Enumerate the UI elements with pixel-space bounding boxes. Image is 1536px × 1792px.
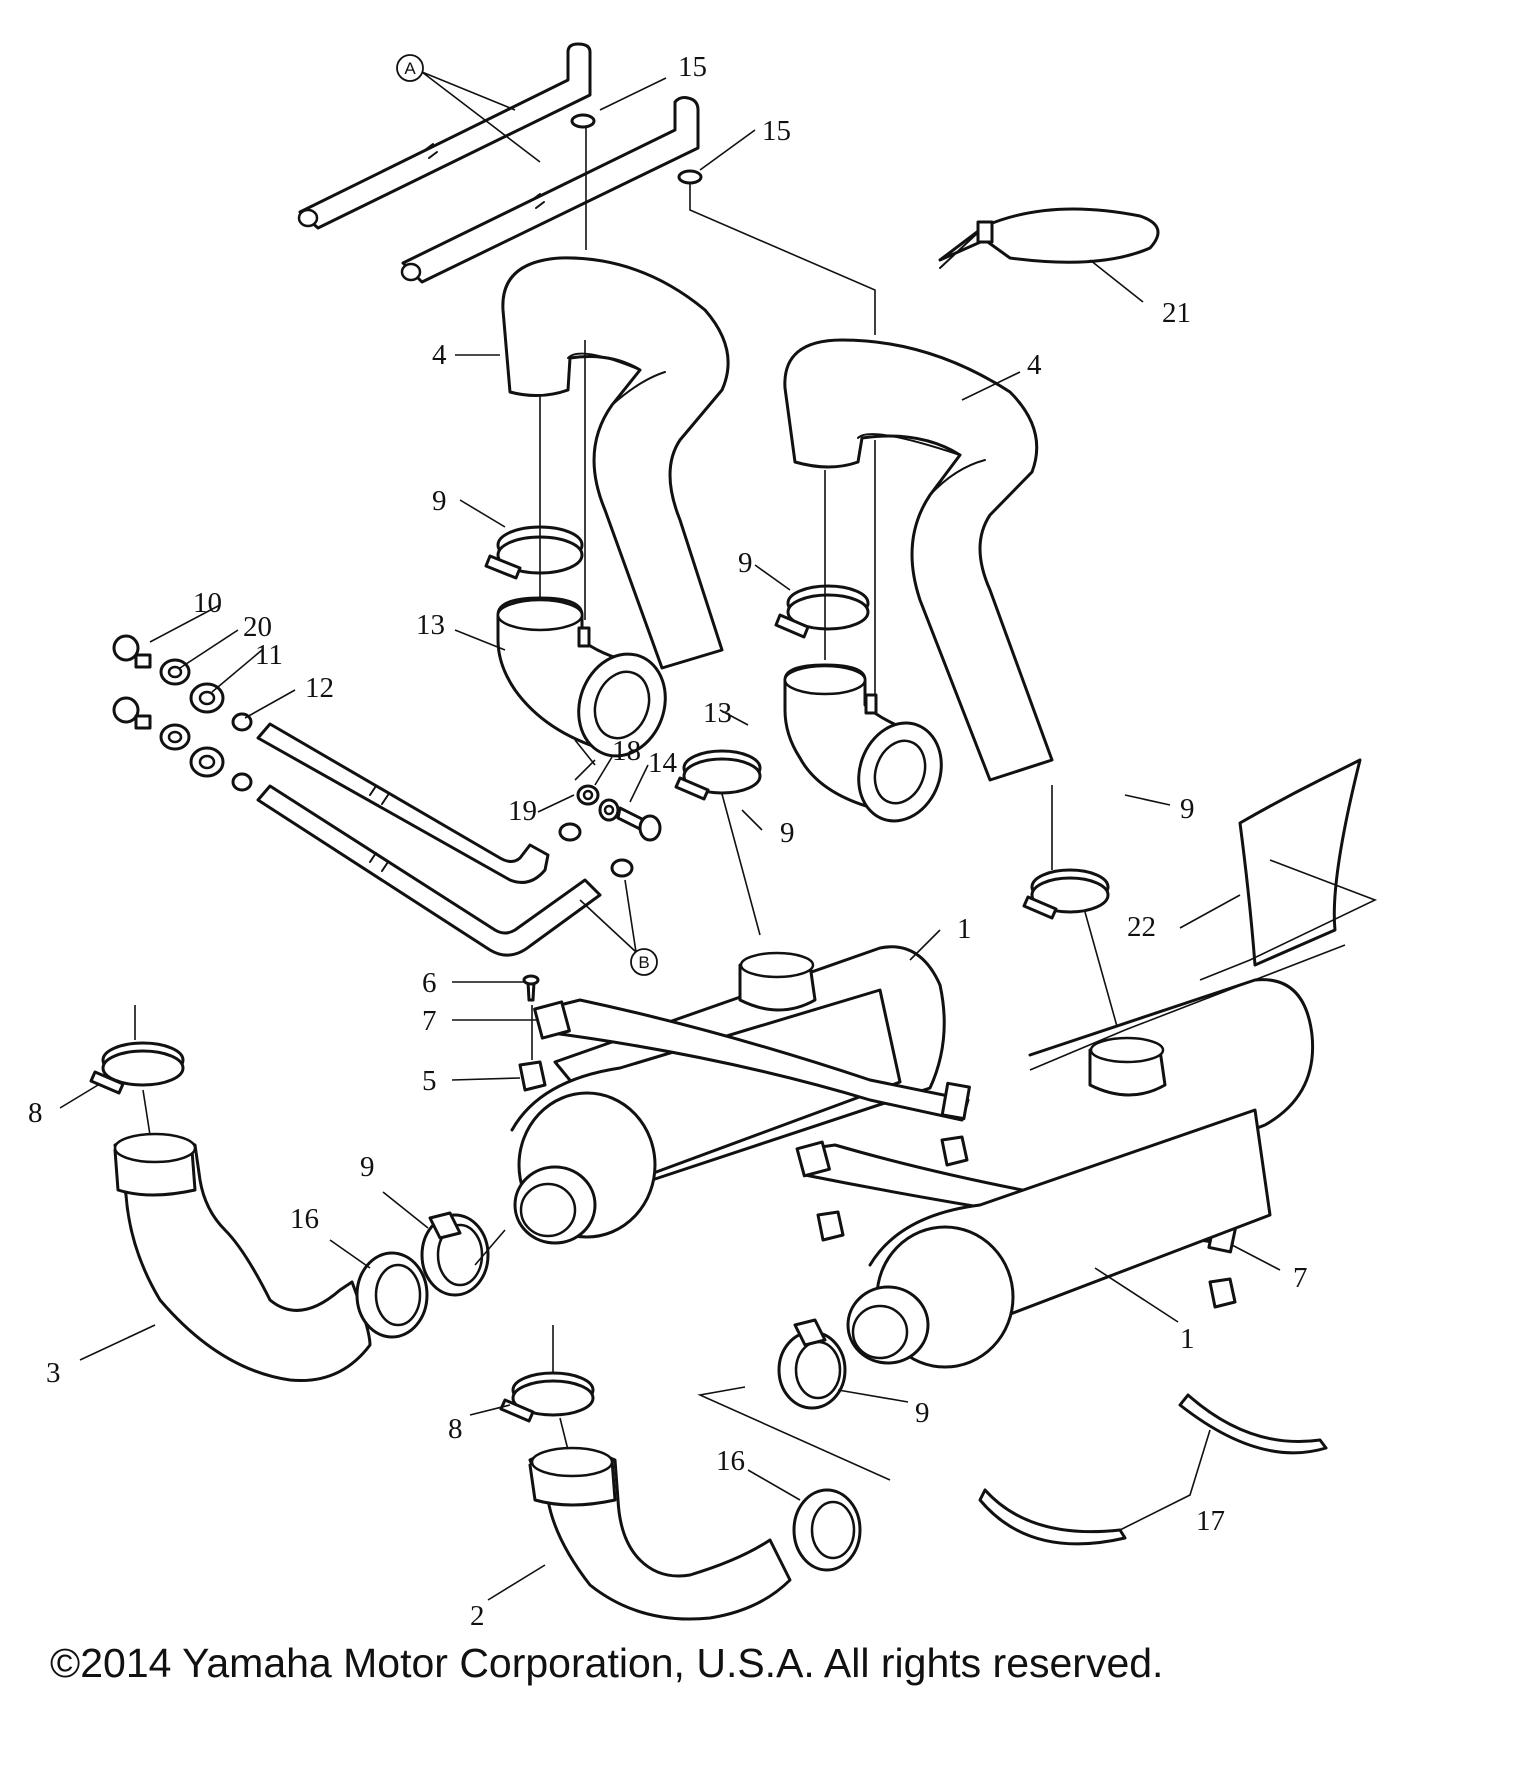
callout-9b: 9 (738, 547, 753, 579)
callout-9e: 9 (360, 1151, 375, 1183)
callout-2: 2 (470, 1600, 485, 1632)
ring-16-right (792, 1488, 862, 1572)
screw-6 (522, 974, 540, 1002)
exhaust-elbow-13-left (496, 596, 667, 758)
callout-9a: 9 (432, 485, 447, 517)
callout-5: 5 (422, 1065, 437, 1097)
callout-11: 11 (255, 639, 283, 671)
hose-clamp-9-upper-left (484, 525, 584, 580)
ring-16-left (355, 1251, 429, 1339)
callout-20: 20 (243, 611, 272, 643)
top-water-hose-2 (400, 96, 700, 284)
callout-9d: 9 (1180, 793, 1195, 825)
washer-19 (576, 784, 600, 806)
hose-clamp-9-mid-right (1022, 785, 1126, 1056)
callout-9c: 9 (780, 817, 795, 849)
callout-1b: 1 (1180, 1323, 1195, 1355)
hose-clamp-9-upper-right (774, 584, 870, 639)
hose-clip-lower (558, 822, 634, 878)
exhaust-elbow-13-right (783, 663, 943, 823)
hose-clamp-8-lower (499, 1325, 595, 1451)
fitting-row-lower (112, 696, 253, 792)
insulation-sheet (1199, 758, 1378, 981)
cable-tie (938, 207, 1160, 269)
exhaust-pipe-2 (528, 1446, 792, 1621)
ref-a-label: A (404, 59, 416, 78)
callout-13a: 13 (416, 609, 445, 641)
callout-4b: 4 (1027, 349, 1042, 381)
callout-21: 21 (1162, 297, 1191, 329)
callout-13b: 13 (703, 697, 732, 729)
callout-7a: 7 (422, 1005, 437, 1037)
callout-9f: 9 (915, 1397, 930, 1429)
hose-clamp-9-lower-right (777, 1318, 847, 1410)
callout-8b: 8 (448, 1413, 463, 1445)
ref-b-label: B (638, 953, 649, 972)
ref-mark-b: B (579, 879, 658, 976)
callout-16b: 16 (716, 1445, 745, 1477)
callout-8a: 8 (28, 1097, 43, 1129)
callout-3: 3 (46, 1357, 61, 1389)
hose-clamp-9-left (420, 1211, 490, 1297)
callout-18: 18 (612, 735, 641, 767)
callout-10: 10 (193, 587, 222, 619)
muffler-1-lower (846, 944, 1346, 1369)
callout-16a: 16 (290, 1203, 319, 1235)
lower-water-hose-2 (256, 784, 602, 957)
hose-clamp-9-mid-left (674, 749, 762, 936)
callout-19: 19 (508, 795, 537, 827)
hose-clip-15b (677, 169, 876, 335)
hose-clip-15a (570, 113, 596, 250)
lower-water-hose-1 (256, 722, 550, 884)
callout-14: 14 (648, 747, 678, 779)
strap-7-upper (533, 998, 971, 1122)
callout-1a: 1 (957, 913, 972, 945)
bolt-14 (616, 806, 662, 842)
callout-12: 12 (305, 672, 334, 704)
exhaust-pipe-3 (113, 1132, 372, 1383)
callout-15a: 15 (678, 51, 707, 83)
grommet-5 (518, 1060, 1237, 1309)
heat-shield-17 (978, 1393, 1328, 1546)
exhaust-joint-hose-left (501, 256, 730, 670)
copyright-notice: ©2014 Yamaha Motor Corporation, U.S.A. A… (50, 1640, 1164, 1686)
exhaust-joint-hose-right (783, 338, 1054, 782)
callout-6: 6 (422, 967, 437, 999)
top-water-hose-1 (297, 42, 592, 230)
callout-15b: 15 (762, 115, 791, 147)
ref-mark-a: A (396, 54, 541, 163)
callout-7b: 7 (1293, 1262, 1308, 1294)
hose-clamp-8-left (89, 1005, 185, 1136)
callout-4a: 4 (432, 339, 447, 371)
washer-18 (598, 798, 620, 822)
callout-17: 17 (1196, 1505, 1225, 1537)
callout-22: 22 (1127, 911, 1156, 943)
